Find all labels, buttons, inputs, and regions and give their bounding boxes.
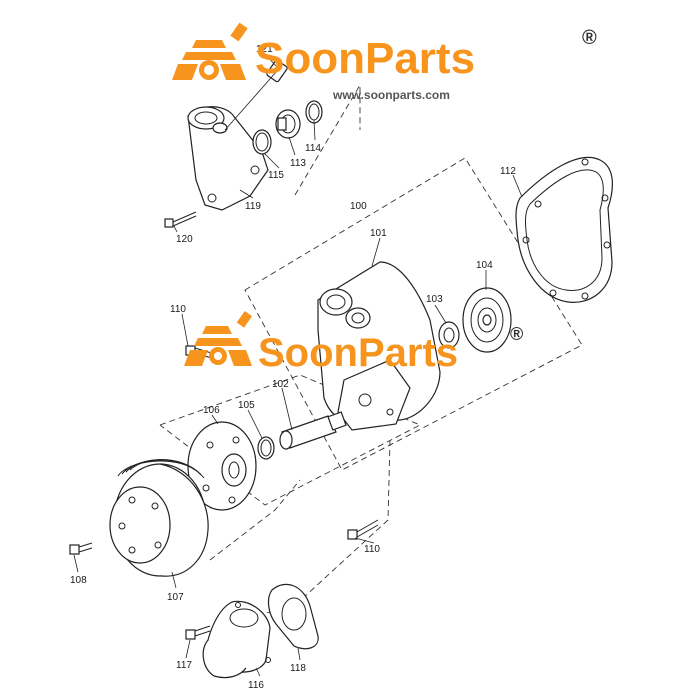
- callout-100: 100: [350, 201, 367, 212]
- callout-120: 120: [176, 234, 193, 245]
- watermark-logo-middle: SoonParts ®: [184, 310, 523, 375]
- seal-103: [438, 321, 460, 349]
- elbow-pipe-116: [202, 600, 271, 679]
- callout-112: 112: [500, 166, 516, 177]
- callout-105: 105: [238, 400, 255, 411]
- gasket-112: [515, 156, 613, 303]
- hub-flange-106: [187, 421, 257, 511]
- callout-116: 116: [248, 680, 264, 691]
- shaft-bearing-102: [279, 411, 347, 450]
- bolt-117: [185, 625, 211, 640]
- callout-110-lower: 110: [364, 544, 380, 555]
- callout-108: 108: [70, 575, 87, 586]
- bolt-110-lower: [347, 519, 379, 540]
- thermostat-housing-119: [187, 106, 269, 211]
- callout-103: 103: [426, 294, 443, 305]
- watermark-brand-middle: SoonParts: [258, 331, 458, 375]
- gear-wrench-icon: [184, 310, 253, 366]
- assembly-boundary-upper-left: [294, 83, 361, 196]
- callout-101: 101: [370, 228, 387, 239]
- callout-119: 119: [245, 201, 261, 212]
- watermark-registered-middle: ®: [510, 324, 523, 344]
- callout-110-upper: 110: [170, 304, 186, 315]
- callout-113: 113: [290, 158, 306, 169]
- bolt-120: [164, 211, 197, 228]
- callout-115: 115: [268, 170, 284, 181]
- callout-117: 117: [176, 660, 192, 671]
- watermark-logo-top: SoonParts ® www.soonparts.com: [172, 22, 597, 102]
- assembly-boundary-100: [244, 157, 583, 471]
- watermark-brand-top: SoonParts: [255, 34, 475, 83]
- callout-118: 118: [290, 663, 306, 674]
- pump-housing-101: [317, 261, 441, 431]
- watermark-url: www.soonparts.com: [332, 88, 450, 102]
- bolt-121: [224, 59, 288, 131]
- callout-107: 107: [167, 592, 184, 603]
- assembly-boundary-mid: [209, 479, 301, 561]
- impeller-104: [462, 287, 512, 353]
- callout-102: 102: [272, 379, 289, 390]
- pulley-107: [109, 459, 209, 577]
- bolt-108: [69, 542, 93, 555]
- watermark-registered-top: ®: [582, 27, 597, 49]
- callout-106: 106: [203, 405, 220, 416]
- callout-114: 114: [305, 143, 321, 154]
- callout-104: 104: [476, 260, 493, 271]
- gear-wrench-icon: [172, 22, 248, 80]
- thermostat-113: [275, 109, 301, 139]
- snap-ring-105: [257, 436, 275, 460]
- assembly-boundary-bottom: [244, 439, 391, 616]
- callout-121: 121: [256, 44, 273, 55]
- gasket-118: [267, 583, 319, 650]
